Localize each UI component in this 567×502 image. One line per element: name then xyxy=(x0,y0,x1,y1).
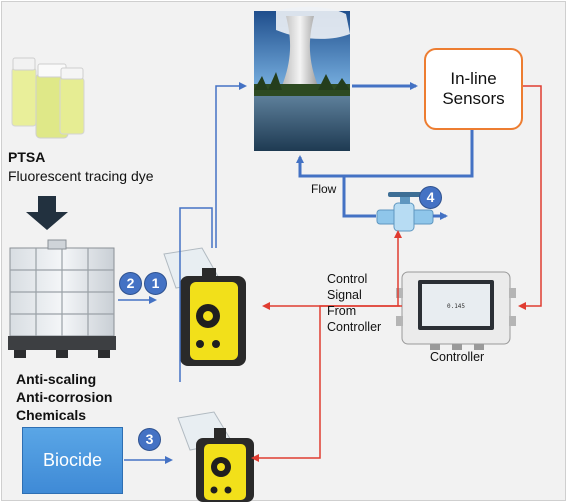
biocide-box: Biocide xyxy=(22,427,123,494)
step-badge-3: 3 xyxy=(138,428,161,451)
ptsa-vials-image xyxy=(11,57,85,139)
step-badge-2: 2 xyxy=(119,272,142,295)
control-signal-line-3: From xyxy=(327,304,357,318)
control-signal-line-1: Control xyxy=(327,272,368,286)
chemicals-label-line-3: Chemicals xyxy=(16,407,87,423)
controller-to-pump2-line xyxy=(251,305,402,462)
controller-device-image xyxy=(396,271,516,350)
biocide-label: Biocide xyxy=(42,450,103,470)
sensors-to-controller-line xyxy=(518,85,542,310)
sensors-label-line-2: Sensors xyxy=(442,89,505,108)
ptsa-title: PTSA xyxy=(8,149,46,165)
control-signal-line-4: Controller xyxy=(327,320,382,334)
sensors-label-line-1: In-line xyxy=(450,69,497,88)
control-signal-line-2: Signal xyxy=(327,288,362,302)
ibc-tote-image xyxy=(8,239,116,358)
flow-lines xyxy=(296,82,474,220)
down-arrow-icon xyxy=(26,196,68,230)
pump2-discharge-line xyxy=(179,207,213,382)
dosing-pump-1-image xyxy=(163,247,246,366)
controller-label: Controller xyxy=(430,350,485,364)
chemical-lines xyxy=(118,82,247,464)
control-signal-label: Control Signal From Controller xyxy=(327,271,381,335)
ptsa-subtitle: Fluorescent tracing dye xyxy=(8,168,154,184)
cooling-tower-image xyxy=(254,6,350,151)
chemicals-label-line-1: Anti-scaling xyxy=(16,371,97,387)
valve-feed-line xyxy=(342,176,376,218)
pump1-discharge-line xyxy=(215,82,247,248)
dosing-pump-2-image xyxy=(177,411,254,502)
return-flow-line xyxy=(296,128,474,178)
controller-display-value: 0.145 xyxy=(447,303,465,310)
chemicals-label: Anti-scaling Anti-corrosion Chemicals xyxy=(16,370,112,424)
flow-valve-image xyxy=(376,192,434,232)
step-badge-1: 1 xyxy=(144,272,167,295)
step-badge-4: 4 xyxy=(419,186,442,209)
control-signal-lines xyxy=(251,85,542,462)
inline-sensors-box: In-line Sensors xyxy=(424,48,523,130)
chemicals-label-line-2: Anti-corrosion xyxy=(16,389,113,405)
flow-label: Flow xyxy=(311,182,337,196)
